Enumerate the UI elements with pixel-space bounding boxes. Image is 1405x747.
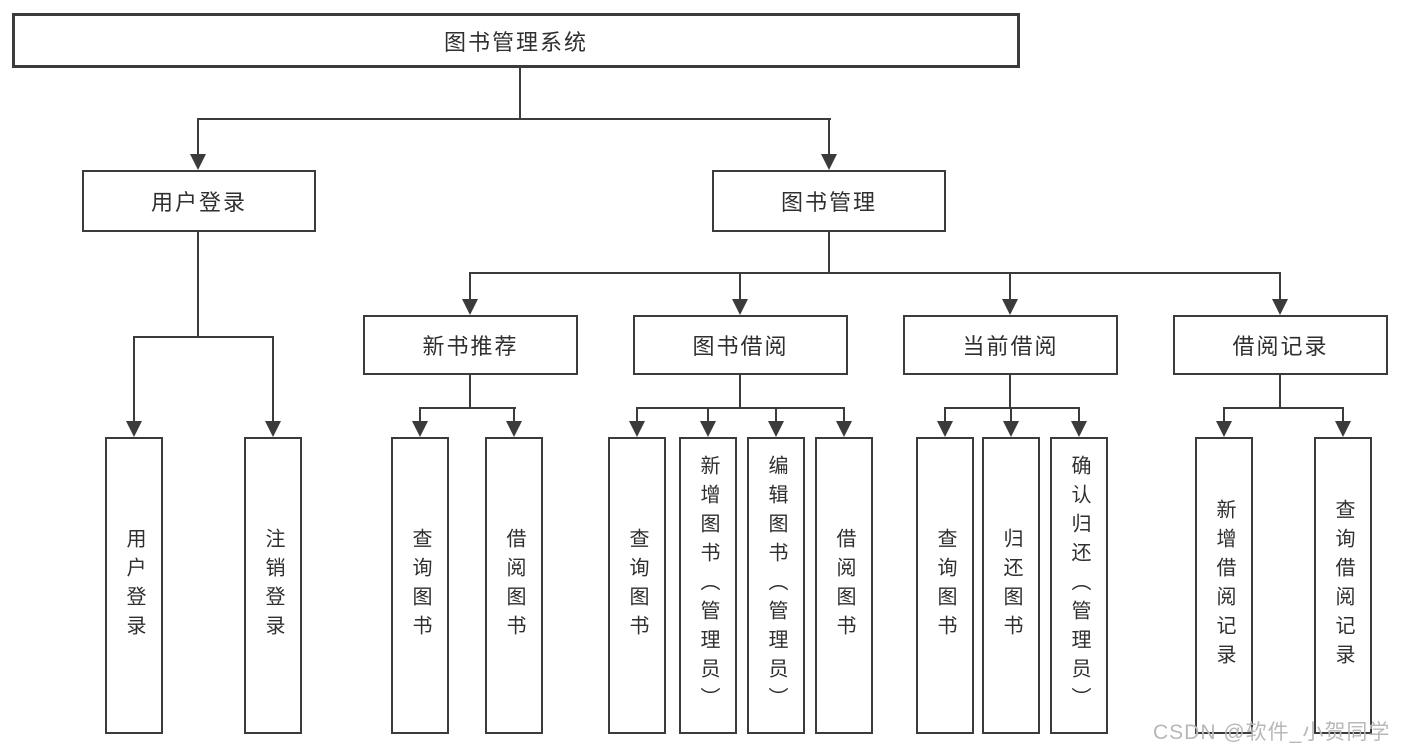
- connector-drop-book-management: [828, 118, 830, 156]
- arrow-down-icon: [190, 154, 206, 170]
- arrow-down-icon: [1003, 421, 1019, 437]
- node-query-books-borrow: 查询图书: [608, 437, 666, 734]
- node-query-books-current: 查询图书: [916, 437, 974, 734]
- arrow-down-icon: [1335, 421, 1351, 437]
- connector-drop-edit-book: [775, 407, 777, 423]
- node-label: 借阅记录: [1232, 334, 1329, 359]
- node-label: 确认归还（管理员）: [1068, 455, 1090, 716]
- connector-records-bar: [1223, 407, 1344, 409]
- node-borrow-books-borrow: 借阅图书: [815, 437, 873, 734]
- connector-drop-user-login: [197, 118, 199, 156]
- node-confirm-return-admin: 确认归还（管理员）: [1050, 437, 1108, 734]
- connector-drop-query2: [636, 407, 638, 423]
- connector-drop-query-record: [1342, 407, 1344, 423]
- connector-drop-current: [1009, 272, 1011, 301]
- connector-borrow-stem: [739, 375, 741, 407]
- node-book-management: 图书管理: [712, 170, 946, 232]
- node-query-books-recommend: 查询图书: [391, 437, 449, 734]
- connector-drop-borrow1: [513, 407, 515, 423]
- connector-drop-borrow: [739, 272, 741, 301]
- node-label: 查询图书: [626, 527, 648, 644]
- node-label: 当前借阅: [962, 334, 1059, 359]
- node-label: 新增图书（管理员）: [697, 455, 719, 716]
- node-user-login-leaf: 用户登录: [105, 437, 163, 734]
- node-label: 编辑图书（管理员）: [765, 455, 787, 716]
- arrow-down-icon: [836, 421, 852, 437]
- csdn-watermark: CSDN @软件_小贺同学: [1153, 721, 1391, 744]
- arrow-down-icon: [937, 421, 953, 437]
- node-user-login: 用户登录: [82, 170, 316, 232]
- node-label: 注销登录: [262, 527, 284, 644]
- connector-root-stem: [519, 68, 521, 118]
- arrow-down-icon: [265, 421, 281, 437]
- node-label: 借阅图书: [503, 527, 525, 644]
- connector-current-bar: [944, 407, 1080, 409]
- arrow-down-icon: [732, 299, 748, 315]
- node-borrow-books-recommend: 借阅图书: [485, 437, 543, 734]
- connector-current-stem: [1009, 375, 1011, 407]
- node-return-books: 归还图书: [982, 437, 1040, 734]
- arrow-down-icon: [1272, 299, 1288, 315]
- connector-management-stem: [828, 232, 830, 272]
- arrow-down-icon: [126, 421, 142, 437]
- node-label: 归还图书: [1000, 527, 1022, 644]
- connector-login-bar: [133, 336, 274, 338]
- node-book-borrow: 图书借阅: [633, 315, 848, 375]
- node-library-management-system: 图书管理系统: [12, 13, 1020, 68]
- node-label: 借阅图书: [833, 527, 855, 644]
- arrow-down-icon: [462, 299, 478, 315]
- node-logout: 注销登录: [244, 437, 302, 734]
- node-query-borrow-record: 查询借阅记录: [1314, 437, 1372, 734]
- node-label: 查询图书: [409, 527, 431, 644]
- connector-drop-return: [1010, 407, 1012, 423]
- arrow-down-icon: [412, 421, 428, 437]
- arrow-down-icon: [1216, 421, 1232, 437]
- node-label: 查询图书: [934, 527, 956, 644]
- node-add-borrow-record: 新增借阅记录: [1195, 437, 1253, 734]
- node-label: 图书借阅: [692, 334, 789, 359]
- node-label: 图书管理系统: [443, 29, 588, 55]
- connector-management-bar: [469, 272, 1281, 274]
- connector-drop-add-record: [1223, 407, 1225, 423]
- arrow-down-icon: [768, 421, 784, 437]
- node-add-books-admin: 新增图书（管理员）: [679, 437, 737, 734]
- arrow-down-icon: [506, 421, 522, 437]
- connector-borrow-bar: [636, 407, 845, 409]
- connector-root-bar: [197, 118, 831, 120]
- connector-drop-recommend: [469, 272, 471, 301]
- arrow-down-icon: [629, 421, 645, 437]
- node-current-borrow: 当前借阅: [903, 315, 1118, 375]
- node-label: 新增借阅记录: [1213, 498, 1235, 673]
- node-label: 用户登录: [123, 527, 145, 644]
- node-edit-books-admin: 编辑图书（管理员）: [747, 437, 805, 734]
- node-label: 新书推荐: [422, 334, 519, 359]
- connector-drop-records: [1279, 272, 1281, 301]
- connector-drop-add-book: [707, 407, 709, 423]
- arrow-down-icon: [821, 154, 837, 170]
- connector-drop-login-leaf: [133, 336, 135, 423]
- node-new-book-recommend: 新书推荐: [363, 315, 578, 375]
- node-label: 用户登录: [150, 190, 247, 215]
- connector-records-stem: [1279, 375, 1281, 407]
- connector-drop-query1: [419, 407, 421, 423]
- connector-drop-borrow2: [843, 407, 845, 423]
- connector-drop-query3: [944, 407, 946, 423]
- connector-recommend-bar: [419, 407, 516, 409]
- arrow-down-icon: [1002, 299, 1018, 315]
- connector-login-stem: [197, 232, 199, 336]
- arrow-down-icon: [700, 421, 716, 437]
- node-label: 查询借阅记录: [1332, 498, 1354, 673]
- node-borrow-records: 借阅记录: [1173, 315, 1388, 375]
- arrow-down-icon: [1071, 421, 1087, 437]
- connector-drop-logout-leaf: [272, 336, 274, 423]
- connector-drop-confirm-return: [1078, 407, 1080, 423]
- node-label: 图书管理: [780, 190, 877, 215]
- connector-recommend-stem: [469, 375, 471, 407]
